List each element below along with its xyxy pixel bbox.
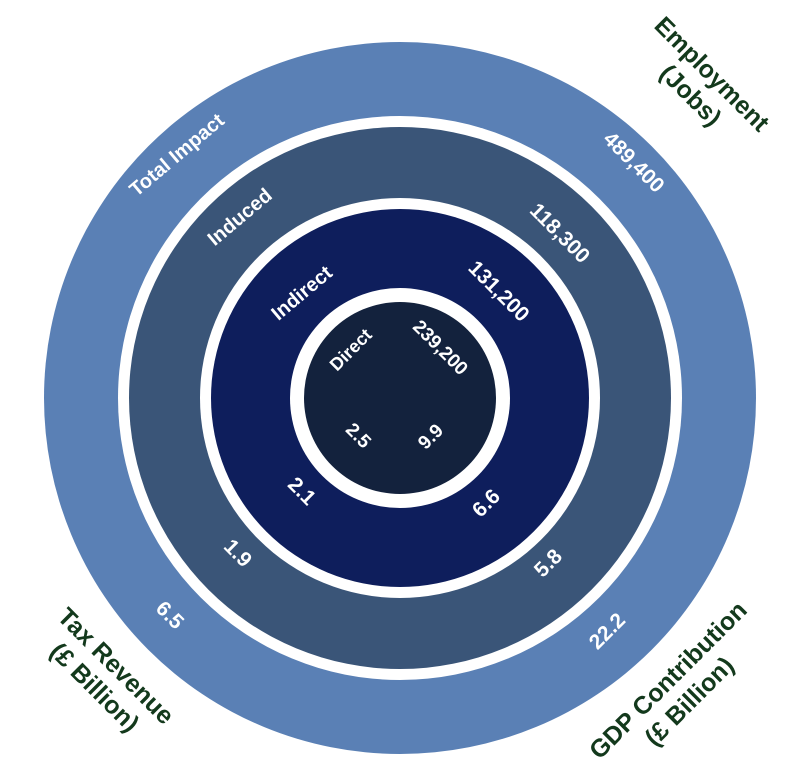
corner-employment: Employment (Jobs) — [649, 11, 775, 137]
core-direct — [304, 302, 496, 494]
